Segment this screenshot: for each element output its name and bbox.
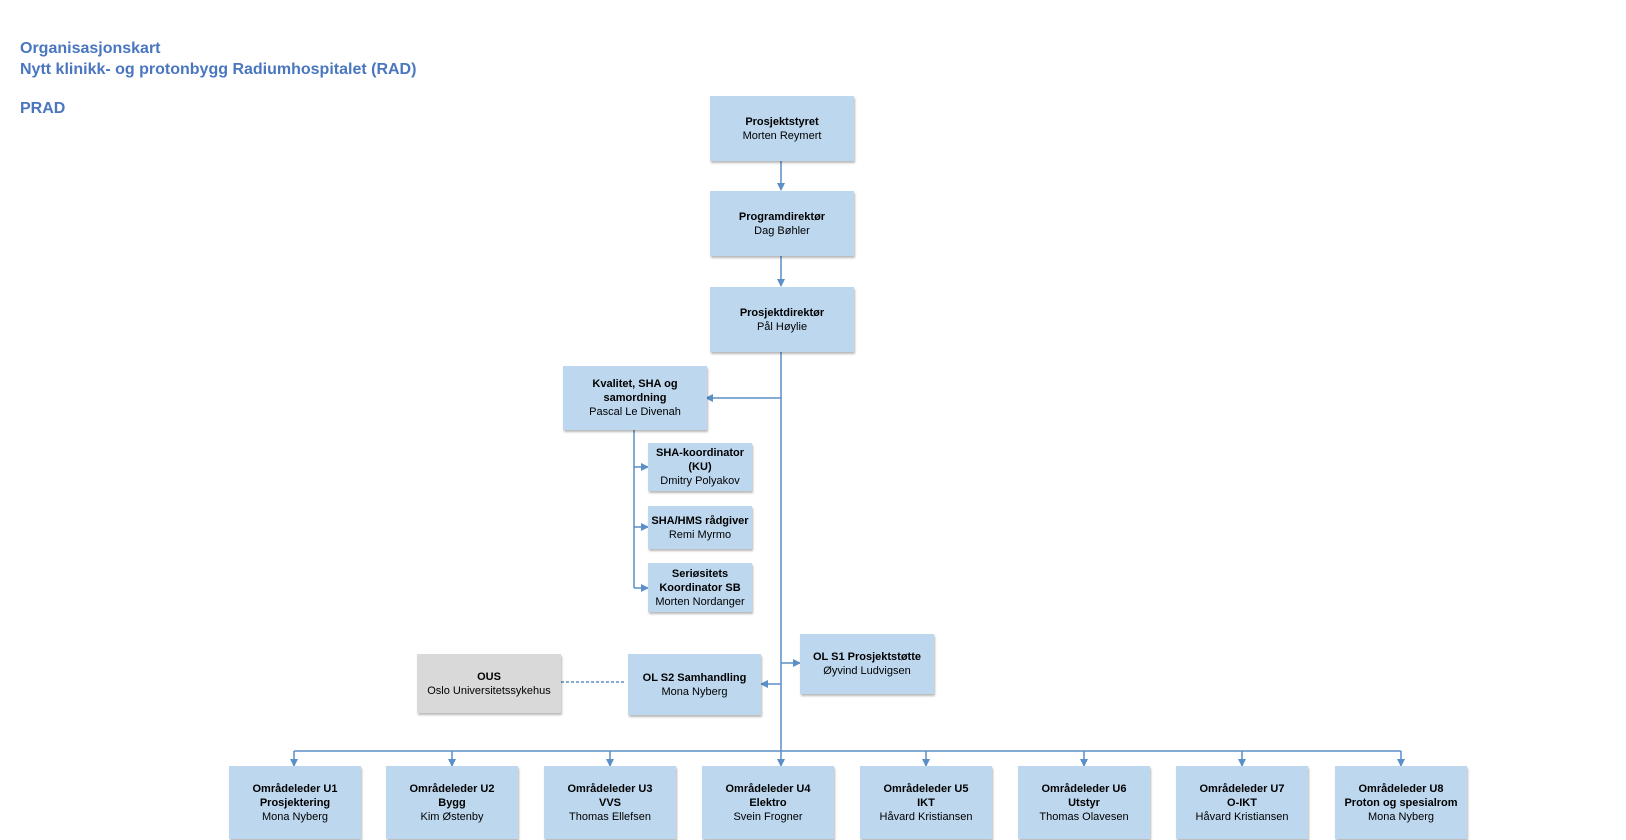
unit-subtitle: Bygg [438,796,466,809]
node-person: Mona Nyberg [661,685,728,698]
header-project-code: PRAD [20,100,66,117]
node-title: OL S1 Prosjektstøtte [813,651,921,663]
unit-person: Mona Nyberg [261,810,329,823]
unit-subtitle: Proton og spesialrom [1344,796,1458,809]
node-person: Øyvind Ludvigsen [823,665,911,677]
unit-subtitle: IKT [917,796,935,809]
node-prosjektstyret: Prosjektstyret Morten Reymert [710,96,854,161]
header-subtitle: Nytt klinikk- og protonbygg Radiumhospit… [20,61,417,78]
unit-person: Svein Frogner [733,810,803,823]
node-unit-u6: Områdeleder U6 Utstyr Thomas Olavesen [1018,766,1150,839]
unit-person: Thomas Ellefsen [569,810,651,823]
node-prosjektdirektor: Prosjektdirektør Pål Høylie [710,287,854,352]
unit-person: Kim Østenby [420,810,484,823]
node-person: Morten Nordanger [655,595,745,608]
node-kvalitet-sha: Kvalitet, SHA og samordning Pascal Le Di… [563,366,707,430]
node-person: Pascal Le Divenah [589,406,681,418]
unit-subtitle: Utstyr [1068,796,1100,809]
node-seriositets-koordinator: Seriøsitets Koordinator SB Morten Nordan… [648,563,752,612]
unit-title: Områdeleder U8 [1358,782,1444,795]
unit-person: Thomas Olavesen [1039,810,1129,823]
node-title: Programdirektør [738,210,826,223]
node-unit-u4: Områdeleder U4 Elektro Svein Frogner [702,766,834,839]
unit-subtitle: VVS [598,796,621,809]
unit-title: Områdeleder U3 [567,782,653,795]
node-title-line1: Kvalitet, SHA og [592,378,678,390]
node-title-line1: SHA-koordinator [656,447,744,459]
node-title: Prosjektstyret [745,115,819,128]
node-person: Pål Høylie [756,320,808,333]
unit-title: Områdeleder U7 [1199,782,1285,795]
node-title: SHA/HMS rådgiver [651,514,749,527]
node-unit-u5: Områdeleder U5 IKT Håvard Kristiansen [860,766,992,839]
node-person: Oslo Universitetssykehus [427,684,551,697]
node-ous: OUS Oslo Universitetssykehus [417,654,561,713]
unit-title: Områdeleder U4 [725,782,811,795]
node-sha-koordinator: SHA-koordinator (KU) Dmitry Polyakov [648,443,752,491]
node-person: Dmitry Polyakov [660,475,740,487]
node-unit-u2: Områdeleder U2 Bygg Kim Østenby [386,766,518,839]
unit-title: Områdeleder U5 [883,782,969,795]
node-title-line1: Seriøsitets [671,567,729,580]
node-person: Morten Reymert [742,129,822,142]
unit-title: Områdeleder U6 [1041,782,1127,795]
unit-person: Mona Nyberg [1367,810,1435,823]
node-sha-hms-radgiver: SHA/HMS rådgiver Remi Myrmo [648,506,752,549]
node-unit-u8: Områdeleder U8 Proton og spesialrom Mona… [1335,766,1467,839]
header-title: Organisasjonskart [20,40,161,57]
node-title: OL S2 Samhandling [642,671,747,684]
node-person: Dag Bøhler [754,224,810,237]
node-title-line2: (KU) [688,461,712,473]
node-programdirektor: Programdirektør Dag Bøhler [710,191,854,256]
unit-title: Områdeleder U1 [252,782,338,795]
node-title: Prosjektdirektør [739,306,825,319]
unit-title: Områdeleder U2 [409,782,495,795]
chart-header: Organisasjonskart Nytt klinikk- og proto… [20,38,416,118]
unit-subtitle: Prosjektering [259,796,331,809]
node-ol-s2: OL S2 Samhandling Mona Nyberg [628,654,761,715]
node-unit-u7: Områdeleder U7 O-IKT Håvard Kristiansen [1176,766,1308,839]
unit-person: Håvard Kristiansen [1195,810,1289,823]
node-title: OUS [477,670,501,683]
node-title-line2: samordning [603,392,667,404]
node-ol-s1: OL S1 Prosjektstøtte Øyvind Ludvigsen [800,634,934,694]
unit-subtitle: Elektro [749,796,787,809]
unit-person: Håvard Kristiansen [879,810,973,823]
unit-subtitle: O-IKT [1227,796,1257,809]
node-unit-u1: Områdeleder U1 Prosjektering Mona Nyberg [229,766,361,839]
node-person: Remi Myrmo [668,528,732,541]
node-unit-u3: Områdeleder U3 VVS Thomas Ellefsen [544,766,676,839]
node-title-line2: Koordinator SB [659,581,741,594]
